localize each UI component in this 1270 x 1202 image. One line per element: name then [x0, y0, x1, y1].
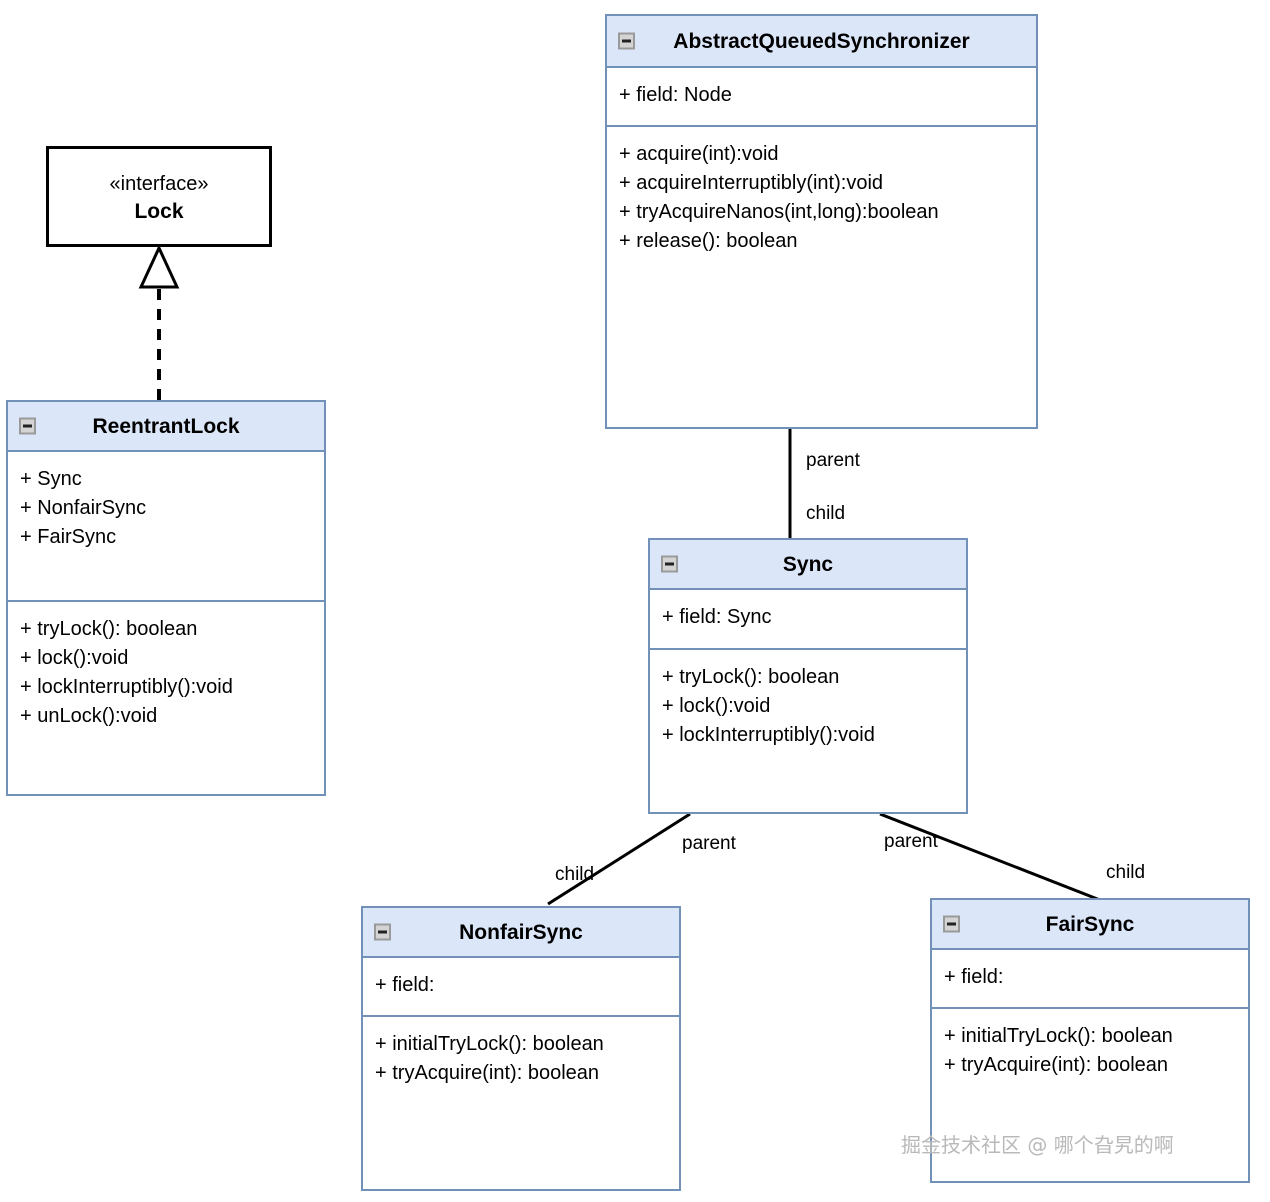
fairsync-methods: + initialTryLock(): boolean + tryAcquire…: [932, 1007, 1248, 1185]
edge-lock-reentrantlock: [138, 244, 180, 400]
collapse-minus-icon[interactable]: [943, 915, 960, 933]
collapse-minus-icon[interactable]: [374, 923, 391, 941]
method-item: + lockInterruptibly():void: [662, 724, 875, 746]
field-item: + field:: [944, 966, 1004, 988]
aqs-fields: + field: Node: [607, 68, 1036, 125]
sync-fields: + field: Sync: [650, 590, 966, 648]
watermark-text: 掘金技术社区 @ 哪个旮旯的啊: [901, 1133, 1174, 1157]
hollow-triangle-arrowhead: [138, 244, 180, 289]
reentrantlock-fields: + Sync + NonfairSync + FairSync: [8, 452, 324, 600]
lock-stereotype: «interface»: [109, 173, 209, 195]
edge-label-fair-parent: parent: [884, 831, 938, 852]
reentrantlock-header[interactable]: ReentrantLock: [8, 402, 324, 452]
field-item: + field: Sync: [662, 606, 772, 628]
aqs-class-name: AbstractQueuedSynchronizer: [673, 29, 970, 53]
method-item: + initialTryLock(): boolean: [944, 1025, 1173, 1047]
fairsync-class-name: FairSync: [1045, 912, 1135, 936]
method-item: + release(): boolean: [619, 230, 798, 252]
method-item: + tryAcquire(int): boolean: [375, 1062, 600, 1084]
field-item: + field:: [375, 974, 435, 996]
sync-methods: + tryLock(): boolean + lock():void + loc…: [650, 648, 966, 816]
collapse-minus-icon[interactable]: [618, 32, 635, 50]
collapse-minus-icon[interactable]: [661, 555, 678, 573]
nonfairsync-header[interactable]: NonfairSync: [363, 908, 679, 958]
nesting-line-sync-nonfairsync: [547, 812, 691, 906]
method-item: + tryLock(): boolean: [662, 666, 840, 688]
sync-header[interactable]: Sync: [650, 540, 966, 590]
class-box-reentrantlock[interactable]: ReentrantLock + Sync + NonfairSync + Fai…: [6, 400, 326, 796]
edge-sync-fairsync: [879, 812, 1101, 902]
edge-label-aqs-parent: parent: [806, 450, 860, 471]
class-box-abstractqueuedsynchronizer[interactable]: AbstractQueuedSynchronizer + field: Node…: [605, 14, 1038, 429]
sync-class-name: Sync: [782, 552, 834, 576]
method-item: + lock():void: [662, 695, 771, 717]
method-item: + acquireInterruptibly(int):void: [619, 172, 884, 194]
edge-sync-nonfairsync: [547, 812, 691, 906]
method-item: + lockInterruptibly():void: [20, 676, 233, 698]
class-box-sync[interactable]: Sync + field: Sync + tryLock(): boolean …: [648, 538, 968, 814]
reentrantlock-class-name: ReentrantLock: [92, 414, 240, 438]
nonfairsync-fields: + field:: [363, 958, 679, 1015]
field-item: + Sync: [20, 468, 82, 490]
field-item: + field: Node: [619, 84, 732, 106]
edge-label-nonfair-parent: parent: [682, 833, 736, 854]
aqs-header[interactable]: AbstractQueuedSynchronizer: [607, 16, 1036, 68]
reentrantlock-methods: + tryLock(): boolean + lock():void + loc…: [8, 600, 324, 794]
collapse-minus-icon[interactable]: [19, 417, 36, 435]
field-item: + NonfairSync: [20, 497, 147, 519]
method-item: + tryAcquireNanos(int,long):boolean: [619, 201, 939, 223]
method-item: + lock():void: [20, 647, 129, 669]
nonfairsync-class-name: NonfairSync: [459, 920, 583, 944]
fairsync-fields: + field:: [932, 950, 1248, 1007]
method-item: + tryLock(): boolean: [20, 618, 198, 640]
edge-label-aqs-child: child: [806, 503, 846, 524]
method-item: + unLock():void: [20, 705, 158, 727]
method-item: + acquire(int):void: [619, 143, 779, 165]
edge-label-nonfair-child: child: [555, 864, 595, 885]
aqs-methods: + acquire(int):void + acquireInterruptib…: [607, 125, 1036, 427]
nonfairsync-methods: + initialTryLock(): boolean + tryAcquire…: [363, 1015, 679, 1193]
nesting-line-sync-fairsync: [879, 812, 1101, 902]
method-item: + tryAcquire(int): boolean: [944, 1054, 1169, 1076]
method-item: + initialTryLock(): boolean: [375, 1033, 604, 1055]
class-box-lock[interactable]: «interface» Lock: [46, 146, 272, 247]
edge-label-fair-child: child: [1106, 862, 1146, 883]
fairsync-header[interactable]: FairSync: [932, 900, 1248, 950]
class-box-nonfairsync[interactable]: NonfairSync + field: + initialTryLock():…: [361, 906, 681, 1191]
lock-class-name: Lock: [134, 200, 184, 223]
field-item: + FairSync: [20, 526, 117, 548]
class-box-fairsync[interactable]: FairSync + field: + initialTryLock(): bo…: [930, 898, 1250, 1183]
